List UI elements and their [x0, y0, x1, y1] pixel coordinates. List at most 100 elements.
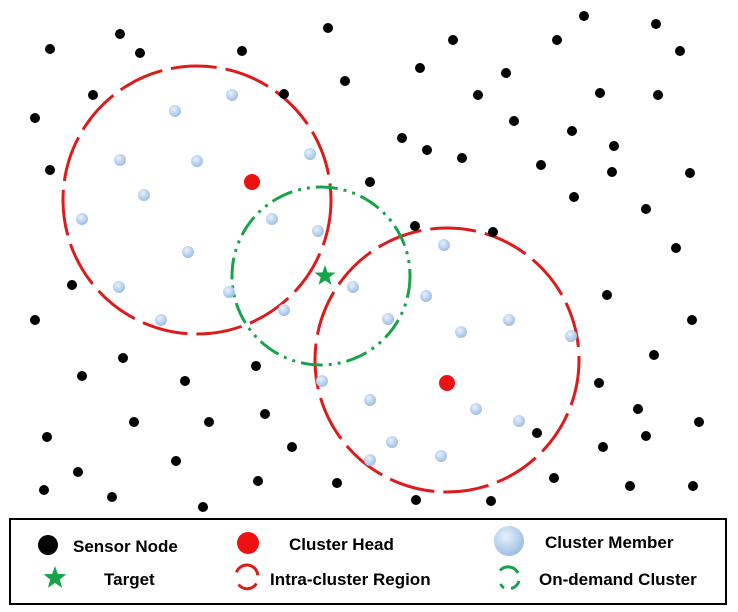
sensor-node [30, 113, 40, 123]
sensor-node [473, 90, 483, 100]
sensor-node [675, 46, 685, 56]
sensor-node [323, 23, 333, 33]
sensor-node [88, 90, 98, 100]
cluster-member [347, 281, 359, 293]
sensor-node [42, 432, 52, 442]
sensor-node [569, 192, 579, 202]
cluster-member [420, 290, 432, 302]
legend-box [9, 518, 727, 605]
legend-cluster-head-label: Cluster Head [289, 535, 394, 554]
cluster-member [169, 105, 181, 117]
sensor-node [595, 88, 605, 98]
sensor-node [135, 48, 145, 58]
sensor-node [448, 35, 458, 45]
sensor-node [77, 371, 87, 381]
sensor-node [625, 481, 635, 491]
nodes-layer [30, 11, 704, 512]
sensor-node [649, 350, 659, 360]
sensor-node [536, 160, 546, 170]
legend-target-icon [43, 566, 67, 588]
legend-sensor-node-icon [38, 535, 58, 555]
cluster-member [113, 281, 125, 293]
sensor-node [253, 476, 263, 486]
cluster-member [382, 313, 394, 325]
sensor-node [486, 496, 496, 506]
sensor-node [340, 76, 350, 86]
cluster-member [223, 286, 235, 298]
sensor-node [73, 467, 83, 477]
sensor-node [237, 46, 247, 56]
cluster-member [304, 148, 316, 160]
sensor-node [260, 409, 270, 419]
legend-on-demand-cluster-icon [498, 565, 521, 590]
sensor-node [45, 44, 55, 54]
sensor-node [641, 431, 651, 441]
sensor-node [332, 478, 342, 488]
cluster-member [438, 239, 450, 251]
cluster-member [278, 304, 290, 316]
sensor-node [457, 153, 467, 163]
legend-intra-cluster-region-label: Intra-cluster Region [270, 570, 431, 589]
sensor-node [598, 442, 608, 452]
cluster-member [435, 450, 447, 462]
sensor-node [198, 502, 208, 512]
sensor-node [67, 280, 77, 290]
sensor-node [30, 315, 40, 325]
intra-cluster-region-right [313, 226, 581, 494]
sensor-node [671, 243, 681, 253]
cluster-head [439, 375, 455, 391]
sensor-node [694, 417, 704, 427]
sensor-node [641, 204, 651, 214]
sensor-node [579, 11, 589, 21]
cluster-member [316, 375, 328, 387]
sensor-node [488, 227, 498, 237]
sensor-node [171, 456, 181, 466]
sensor-node [687, 315, 697, 325]
sensor-node [567, 126, 577, 136]
sensor-node [685, 168, 695, 178]
cluster-member [76, 213, 88, 225]
sensor-node [532, 428, 542, 438]
sensor-node [653, 90, 663, 100]
sensor-node [415, 63, 425, 73]
sensor-node [509, 116, 519, 126]
sensor-node [410, 221, 420, 231]
legend-cluster-head-icon [237, 532, 259, 554]
sensor-node [651, 19, 661, 29]
cluster-member [513, 415, 525, 427]
sensor-node [549, 473, 559, 483]
sensor-node [365, 177, 375, 187]
cluster-member [503, 314, 515, 326]
legend-cluster-member-label: Cluster Member [545, 533, 674, 552]
sensor-node [279, 89, 289, 99]
legend-cluster-member-icon [494, 526, 524, 556]
sensor-node [45, 165, 55, 175]
cluster-member [364, 454, 376, 466]
cluster-head [244, 174, 260, 190]
sensor-node [594, 378, 604, 388]
sensor-node [107, 492, 117, 502]
sensor-node [633, 404, 643, 414]
cluster-member [565, 330, 577, 342]
sensor-node [129, 417, 139, 427]
cluster-member [470, 403, 482, 415]
legend-sensor-node-label: Sensor Node [73, 537, 178, 556]
regions-layer [61, 64, 581, 494]
cluster-member [155, 314, 167, 326]
sensor-node [39, 485, 49, 495]
cluster-member [455, 326, 467, 338]
intra-cluster-region-left [61, 64, 333, 336]
sensor-node [251, 361, 261, 371]
sensor-node [115, 29, 125, 39]
sensor-node [501, 68, 511, 78]
cluster-member [226, 89, 238, 101]
sensor-node [609, 141, 619, 151]
legend-intra-cluster-region-icon [235, 563, 260, 591]
target-star [314, 265, 336, 285]
cluster-member [138, 189, 150, 201]
cluster-member [386, 436, 398, 448]
sensor-node [552, 35, 562, 45]
sensor-node [422, 145, 432, 155]
sensor-node [180, 376, 190, 386]
